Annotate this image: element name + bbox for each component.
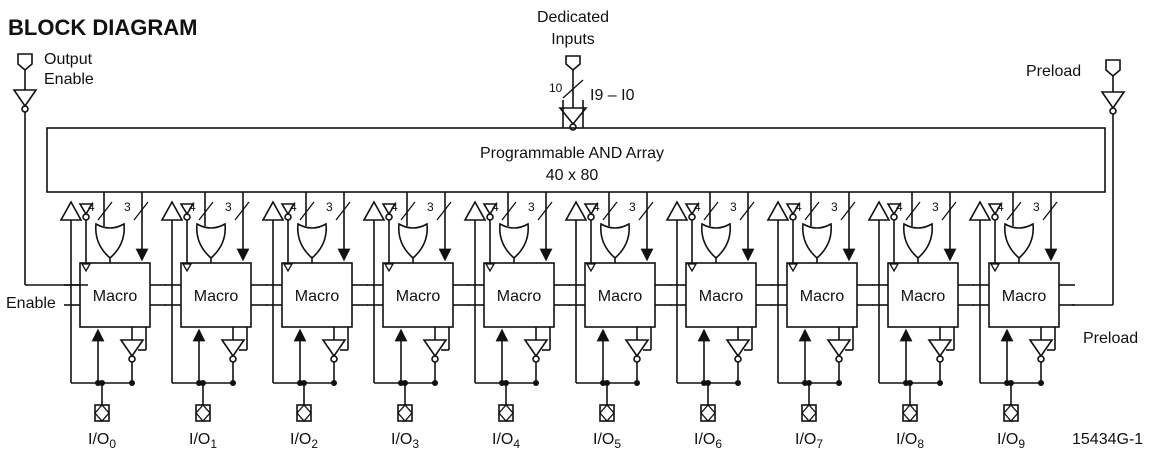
and-array-label: Programmable AND Array bbox=[480, 145, 664, 162]
macro-block bbox=[281, 262, 353, 328]
macro-label: Macro bbox=[598, 288, 643, 305]
dedicated-bus-label: I9 – I0 bbox=[590, 87, 635, 104]
preload-top-label: Preload bbox=[1026, 63, 1081, 80]
io-pad-6 bbox=[700, 404, 716, 422]
io-pad-0 bbox=[94, 404, 110, 422]
dedicated-inputs-label-1: Dedicated bbox=[537, 9, 609, 26]
bus-count-3: 3 bbox=[629, 200, 636, 214]
io-pad-4 bbox=[498, 404, 514, 422]
bus-count-4: 4 bbox=[896, 200, 903, 214]
bus-count-4: 4 bbox=[88, 200, 95, 214]
bus-count-4: 4 bbox=[694, 200, 701, 214]
bus-count-3: 3 bbox=[326, 200, 333, 214]
and-array-block bbox=[46, 127, 1106, 193]
diagram-title: BLOCK DIAGRAM bbox=[8, 15, 197, 40]
macro-block bbox=[382, 262, 454, 328]
macro-label: Macro bbox=[1002, 288, 1047, 305]
preload-pin bbox=[1072, 59, 1126, 306]
bus-count-3: 3 bbox=[730, 200, 737, 214]
output-enable-label-2: Enable bbox=[44, 71, 94, 88]
bus-count-4: 4 bbox=[290, 200, 297, 214]
macro-label: Macro bbox=[699, 288, 744, 305]
output-enable-label-1: Output bbox=[44, 51, 93, 68]
bus-count-4: 4 bbox=[997, 200, 1004, 214]
bus-count-3: 3 bbox=[427, 200, 434, 214]
macro-label: Macro bbox=[93, 288, 138, 305]
macro-block bbox=[483, 262, 555, 328]
macro-label: Macro bbox=[901, 288, 946, 305]
bus-count-4: 4 bbox=[593, 200, 600, 214]
io-label-6: I/O6 bbox=[694, 431, 722, 449]
dedicated-input-pin bbox=[558, 55, 588, 131]
macro-label: Macro bbox=[295, 288, 340, 305]
dedicated-inputs-label-2: Inputs bbox=[551, 31, 595, 48]
io-pad-9 bbox=[1003, 404, 1019, 422]
macro-block bbox=[79, 262, 151, 328]
io-pad-7 bbox=[801, 404, 817, 422]
macro-label: Macro bbox=[396, 288, 441, 305]
io-label-3: I/O3 bbox=[391, 431, 419, 449]
bus-count-3: 3 bbox=[225, 200, 232, 214]
bus-width-label: 10 bbox=[549, 81, 563, 95]
io-label-9: I/O9 bbox=[997, 431, 1025, 449]
bus-count-3: 3 bbox=[124, 200, 131, 214]
bus-count-3: 3 bbox=[831, 200, 838, 214]
bus-count-4: 4 bbox=[391, 200, 398, 214]
bus-count-4: 4 bbox=[492, 200, 499, 214]
figure-id: 15434G-1 bbox=[1072, 431, 1143, 448]
io-label-7: I/O7 bbox=[795, 431, 823, 449]
macro-block bbox=[584, 262, 656, 328]
enable-label: Enable bbox=[6, 295, 56, 312]
macro-label: Macro bbox=[800, 288, 845, 305]
io-pad-2 bbox=[296, 404, 312, 422]
bus-count-4: 4 bbox=[795, 200, 802, 214]
bus-count-3: 3 bbox=[528, 200, 535, 214]
io-label-2: I/O2 bbox=[290, 431, 318, 449]
bus-count-4: 4 bbox=[189, 200, 196, 214]
io-pad-5 bbox=[599, 404, 615, 422]
macro-block bbox=[685, 262, 757, 328]
and-array-size: 40 x 80 bbox=[546, 167, 599, 184]
preload-right-label: Preload bbox=[1083, 330, 1138, 347]
io-pad-1 bbox=[195, 404, 211, 422]
io-pad-3 bbox=[397, 404, 413, 422]
bus-count-3: 3 bbox=[1033, 200, 1040, 214]
io-label-0: I/O0 bbox=[88, 431, 116, 449]
io-label-1: I/O1 bbox=[189, 431, 217, 449]
macro-block bbox=[988, 262, 1060, 328]
io-pad-8 bbox=[902, 404, 918, 422]
io-label-5: I/O5 bbox=[593, 431, 621, 449]
io-label-8: I/O8 bbox=[896, 431, 924, 449]
macro-label: Macro bbox=[194, 288, 239, 305]
io-label-4: I/O4 bbox=[492, 431, 520, 449]
macro-block bbox=[180, 262, 252, 328]
macro-label: Macro bbox=[497, 288, 542, 305]
macro-block bbox=[887, 262, 959, 328]
output-enable-pin bbox=[12, 53, 88, 286]
bus-count-3: 3 bbox=[932, 200, 939, 214]
macro-block bbox=[786, 262, 858, 328]
